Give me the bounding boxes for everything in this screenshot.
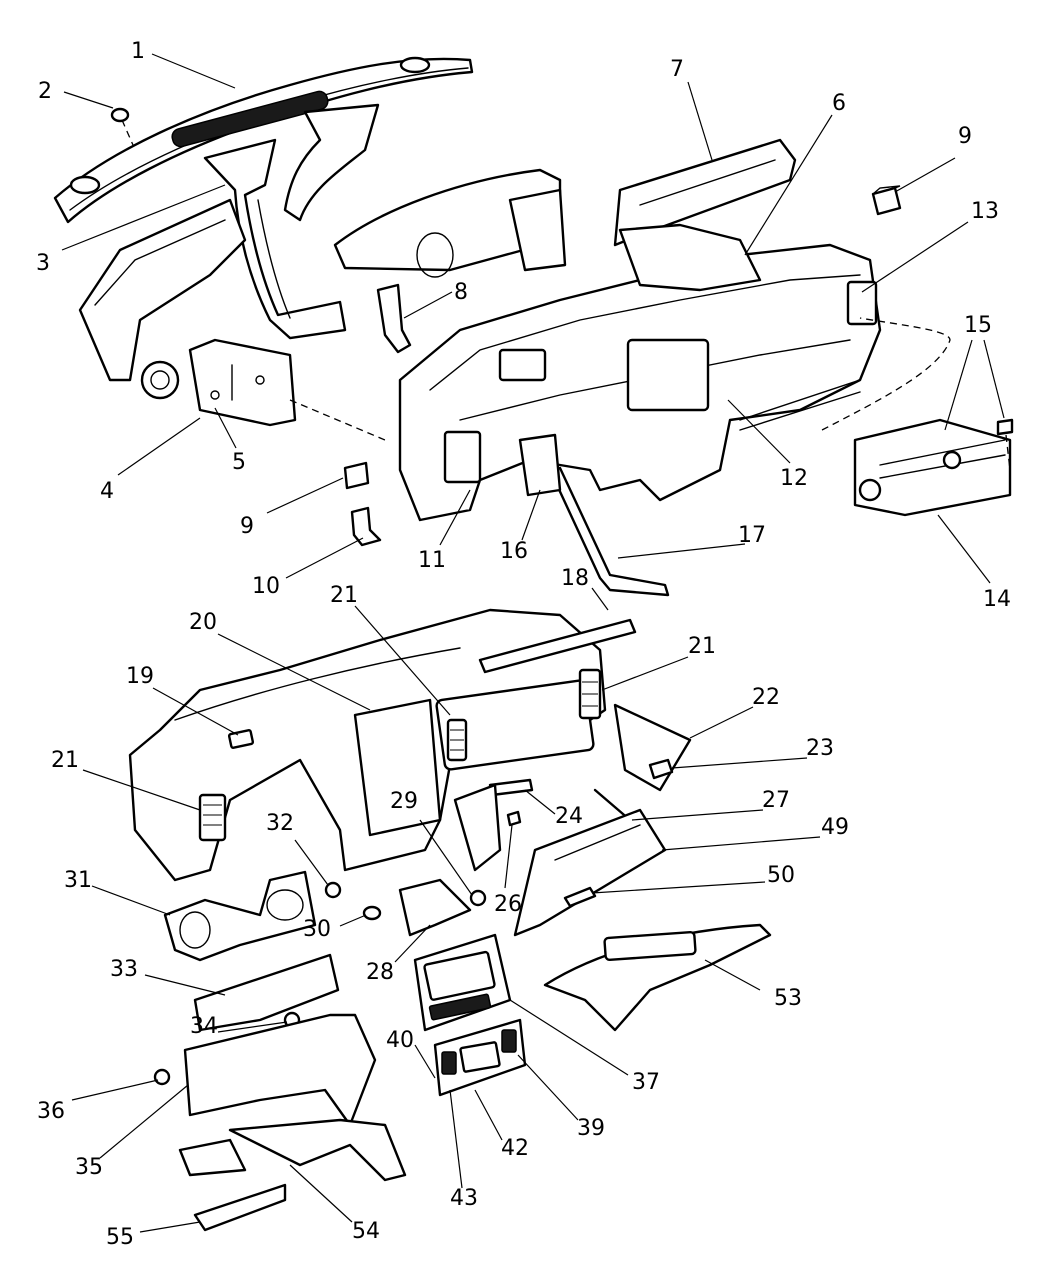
- callout-49: 49: [821, 815, 849, 840]
- part-airbag-module: [821, 317, 1012, 517]
- part-trim-panel-29: [453, 783, 502, 872]
- callout-10: 10: [252, 574, 280, 599]
- callout-27: 27: [762, 788, 790, 813]
- part-bumper-26: [506, 810, 522, 827]
- part-nut-30: [362, 905, 382, 921]
- callout-28: 28: [366, 960, 394, 985]
- part-brace-17: [548, 466, 670, 597]
- callout-9-upper: 9: [958, 124, 972, 149]
- callout-2: 2: [38, 79, 52, 104]
- part-knee-bolster-53: [543, 923, 772, 1032]
- callout-15: 15: [964, 313, 992, 338]
- part-lower-cover-33: [193, 953, 340, 1032]
- callout-3: 3: [36, 251, 50, 276]
- part-cube-9-lower: [343, 461, 370, 490]
- callout-1: 1: [131, 39, 145, 64]
- callout-14: 14: [983, 587, 1011, 612]
- callout-53: 53: [774, 986, 802, 1011]
- callout-22: 22: [752, 685, 780, 710]
- part-side-bracket: [188, 338, 386, 441]
- part-bracket-16: [518, 433, 562, 497]
- part-bracket-28: [398, 878, 472, 937]
- part-center-bezel-37: [413, 933, 512, 1032]
- part-steering-cover-31: [163, 870, 317, 962]
- part-small-bracket-8: [376, 283, 412, 354]
- callout-12: 12: [780, 466, 808, 491]
- vent-grill-right: [578, 668, 602, 720]
- callout-36: 36: [37, 1099, 65, 1124]
- part-lower-trim-55: [193, 1183, 287, 1232]
- callout-5: 5: [232, 450, 246, 475]
- part-bracket-10: [350, 506, 382, 547]
- callout-8: 8: [454, 280, 468, 305]
- callout-42: 42: [501, 1136, 529, 1161]
- part-trim-strip-18: [478, 618, 637, 674]
- part-left-body-structure: [78, 198, 247, 400]
- callout-33: 33: [110, 957, 138, 982]
- callout-43: 43: [450, 1186, 478, 1211]
- callout-4: 4: [100, 479, 114, 504]
- callout-30: 30: [303, 917, 331, 942]
- part-bolt-15: [996, 418, 1014, 471]
- vent-grill-center: [446, 718, 468, 762]
- callout-21-left: 21: [51, 748, 79, 773]
- part-clip: [110, 107, 134, 146]
- callout-26: 26: [494, 892, 522, 917]
- callout-19: 19: [126, 664, 154, 689]
- callout-6: 6: [832, 91, 846, 116]
- callout-35: 34: [190, 1014, 218, 1039]
- callout-13: 13: [971, 199, 999, 224]
- callout-20: 20: [189, 610, 217, 635]
- callout-23: 23: [806, 736, 834, 761]
- callout-55: 55: [106, 1225, 134, 1250]
- callout-37: 37: [632, 1070, 660, 1095]
- leader-lines: [61, 53, 1005, 1233]
- part-screw-29b: [469, 889, 487, 907]
- vent-grill-left: [198, 793, 227, 842]
- part-screw-36: [153, 1068, 171, 1086]
- part-instrument-panel-base: [128, 608, 607, 882]
- callout-labels: 1 2 3 4 5 6 7 8 9 9 10 11 12 13 14 15 16…: [36, 39, 1011, 1250]
- part-end-cap-22: [613, 703, 692, 792]
- part-cowl-panel: [333, 168, 567, 278]
- callout-29: 29: [390, 789, 418, 814]
- callout-39: 39: [577, 1116, 605, 1141]
- callout-32: 32: [266, 811, 294, 836]
- callout-40: 40: [386, 1028, 414, 1053]
- callout-18: 18: [561, 566, 589, 591]
- callout-16: 16: [500, 539, 528, 564]
- part-cube-9-upper: [871, 185, 902, 216]
- callout-7: 7: [670, 57, 684, 82]
- part-bolt-23: [648, 758, 674, 780]
- callout-54: 54: [352, 1219, 380, 1244]
- part-screw-32: [324, 881, 342, 899]
- part-glove-box: [513, 808, 667, 937]
- callout-34: 35: [75, 1155, 103, 1180]
- callout-24: 24: [555, 804, 583, 829]
- callout-50: 50: [767, 863, 795, 888]
- part-lower-trim-54: [178, 1118, 407, 1182]
- callout-31: 31: [64, 868, 92, 893]
- part-instrument-panel-carrier: [398, 223, 882, 522]
- part-reinforcement-bar: [613, 138, 797, 247]
- callout-21-right: 21: [688, 634, 716, 659]
- callout-17: 17: [738, 523, 766, 548]
- callout-21-top: 21: [330, 583, 358, 608]
- part-control-panel: [433, 1018, 527, 1097]
- part-top-cover-panel: [53, 56, 474, 224]
- callout-9-lower: 9: [240, 514, 254, 539]
- callout-11: 11: [418, 548, 446, 573]
